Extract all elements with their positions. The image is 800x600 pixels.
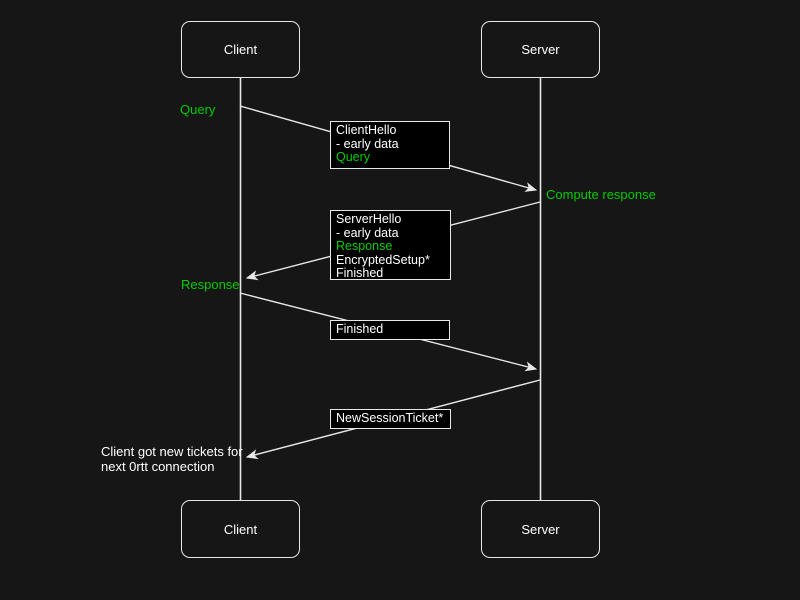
actor-server-top: Server	[481, 21, 600, 78]
message-line: Finished	[336, 322, 384, 336]
actor-server-top-label: Server	[521, 42, 560, 57]
actor-client-top-label: Client	[223, 42, 258, 57]
actor-client-bottom-label: Client	[223, 521, 258, 537]
message-line: EncryptedSetup*	[336, 252, 430, 267]
note-line-1: Client got new tickets for	[101, 444, 243, 459]
message-line: NewSessionTicket*	[336, 411, 444, 425]
actor-client-top: Client	[181, 21, 300, 78]
message-line: - early data	[336, 136, 399, 151]
annotation-response: Response	[181, 277, 240, 292]
annotation-query: Query	[180, 102, 216, 117]
message-line: - early data	[336, 225, 399, 240]
message-line: ClientHello	[336, 123, 397, 137]
message-box-finished: Finished	[330, 320, 450, 340]
actor-server-bottom: Server	[481, 500, 600, 558]
annotation-compute-response: Compute response	[546, 187, 656, 202]
message-line: Finished	[336, 266, 384, 281]
message-line: ServerHello	[336, 212, 402, 226]
message-box-newsessionticket: NewSessionTicket*	[330, 409, 451, 429]
actor-server-bottom-label: Server	[521, 521, 560, 537]
message-box-serverhello: ServerHello - early data Response Encryp…	[330, 210, 451, 280]
message-line: Response	[336, 239, 393, 254]
message-line: Query	[336, 150, 371, 165]
note-line-2: next 0rtt connection	[101, 459, 215, 474]
message-box-clienthello: ClientHello - early data Query	[330, 121, 450, 169]
annotation-new-tickets-note: Client got new tickets for next 0rtt con…	[101, 444, 243, 474]
actor-client-bottom: Client	[181, 500, 300, 558]
